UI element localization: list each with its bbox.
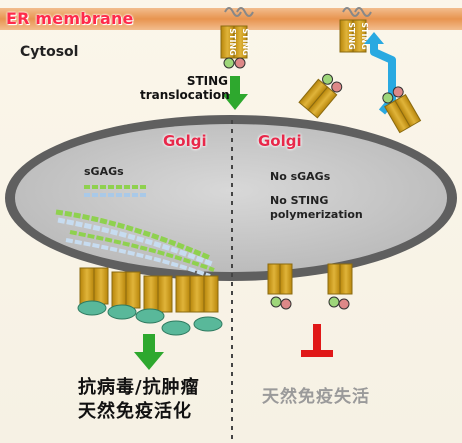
activation-arrow xyxy=(134,334,164,370)
golgi-label-right: Golgi xyxy=(258,132,302,150)
svg-text:STING: STING xyxy=(347,22,356,49)
sting-translocation-line1: STING xyxy=(186,74,228,88)
sting-translocation-label: STING translocation xyxy=(140,74,230,102)
sting-polymer-cluster xyxy=(77,267,223,336)
er-membrane-label: ER membrane xyxy=(6,9,134,28)
translocation-arrow xyxy=(222,76,248,110)
svg-text:STING: STING xyxy=(228,28,237,55)
sgag-polymer-strands xyxy=(55,209,215,278)
outcome-activation-line1: 抗病毒/抗肿瘤 xyxy=(78,377,200,398)
golgi-label-left: Golgi xyxy=(163,132,207,150)
sting-dimer-golgi-upper-right xyxy=(382,86,422,134)
sting-dimer-golgi-upper-left xyxy=(298,73,343,119)
sting-dimer-er-right: STING STING xyxy=(339,7,372,53)
outcome-activation-line2: 天然免疫活化 xyxy=(78,401,192,422)
no-sting-polymerization-line1: No STING xyxy=(270,194,329,207)
inhibition-bar xyxy=(301,324,333,357)
svg-text:STING: STING xyxy=(241,28,250,55)
sting-translocation-line2: translocation xyxy=(140,88,230,102)
svg-text:STING: STING xyxy=(360,22,369,49)
sting-dimer-er-center: STING STING xyxy=(220,7,254,69)
no-sting-polymerization-label: No STING polymerization xyxy=(270,194,363,222)
sgags-label: sGAGs xyxy=(84,165,124,178)
cytosol-label: Cytosol xyxy=(20,44,79,60)
outcome-activation: 抗病毒/抗肿瘤 天然免疫活化 xyxy=(78,376,200,424)
no-sgags-label: No sGAGs xyxy=(270,170,331,183)
no-sting-polymerization-line2: polymerization xyxy=(270,208,363,221)
sting-dimer-golgi-bottom-left xyxy=(267,263,293,310)
sting-dimer-golgi-bottom-right xyxy=(327,263,353,310)
outcome-inactivation: 天然免疫失活 xyxy=(262,387,370,407)
